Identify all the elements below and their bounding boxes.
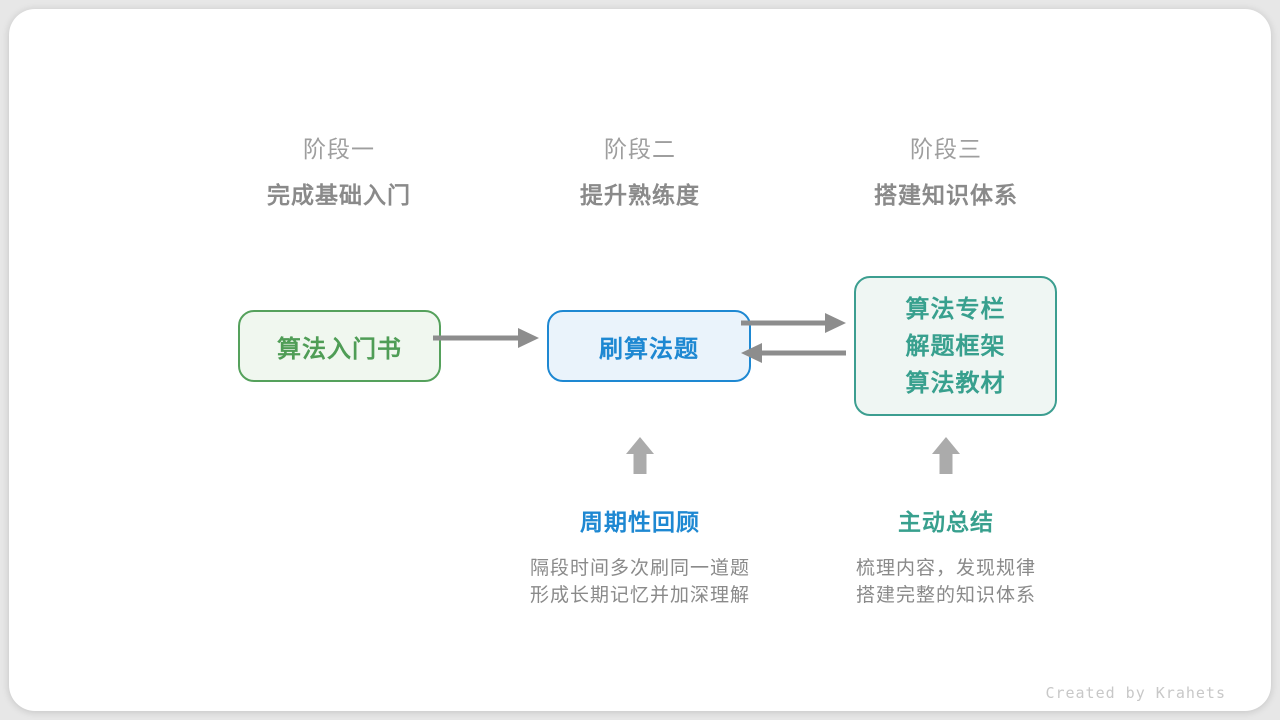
- diagram-card: 阶段一 完成基础入门 阶段二 提升熟练度 阶段三 搭建知识体系 算法入门书 刷算…: [9, 9, 1271, 711]
- stage-3-label: 阶段三: [910, 136, 982, 162]
- stage-2-label: 阶段二: [604, 136, 676, 162]
- annotation-summarize-desc-line-1: 梳理内容，发现规律: [855, 558, 1036, 579]
- node-intro-book: 算法入门书: [238, 310, 441, 382]
- annotation-review-desc-line-2: 形成长期记忆并加深理解: [529, 585, 750, 606]
- node-practice-label: 刷算法题: [599, 335, 699, 363]
- annotation-summarize-desc-line-2: 搭建完整的知识体系: [855, 585, 1036, 606]
- annotation-review-title: 周期性回顾: [580, 509, 700, 535]
- right-arrow-icon: [741, 313, 846, 333]
- node-resources-line-2: 解题框架: [905, 332, 1006, 360]
- up-arrow-icon: [932, 437, 960, 474]
- node-intro-book-label: 算法入门书: [277, 335, 402, 363]
- stage-2-subtitle: 提升熟练度: [580, 182, 700, 208]
- annotation-review-desc: 隔段时间多次刷同一道题 形成长期记忆并加深理解: [480, 555, 800, 609]
- node-practice: 刷算法题: [547, 310, 751, 382]
- annotation-summarize-desc: 梳理内容，发现规律 搭建完整的知识体系: [786, 555, 1106, 609]
- credit-text: Created by Krahets: [1045, 684, 1226, 702]
- node-resources-line-3: 算法教材: [905, 369, 1006, 397]
- left-arrow-icon: [741, 343, 846, 363]
- right-arrow-icon: [433, 328, 539, 348]
- stage-3-header: 阶段三 搭建知识体系: [836, 137, 1056, 207]
- node-resources-line-1: 算法专栏: [905, 295, 1006, 323]
- up-arrow-icon: [626, 437, 654, 474]
- annotation-review-desc-line-1: 隔段时间多次刷同一道题: [529, 558, 750, 579]
- stage-1-label: 阶段一: [303, 136, 375, 162]
- annotation-review: 周期性回顾 隔段时间多次刷同一道题 形成长期记忆并加深理解: [480, 510, 800, 609]
- node-resources: 算法专栏 解题框架 算法教材: [854, 276, 1057, 416]
- stage-2-header: 阶段二 提升熟练度: [530, 137, 750, 207]
- stage-1-subtitle: 完成基础入门: [267, 182, 411, 208]
- stage-3-subtitle: 搭建知识体系: [874, 182, 1018, 208]
- annotation-summarize: 主动总结 梳理内容，发现规律 搭建完整的知识体系: [786, 510, 1106, 609]
- annotation-summarize-title: 主动总结: [898, 509, 994, 535]
- stage-1-header: 阶段一 完成基础入门: [229, 137, 449, 207]
